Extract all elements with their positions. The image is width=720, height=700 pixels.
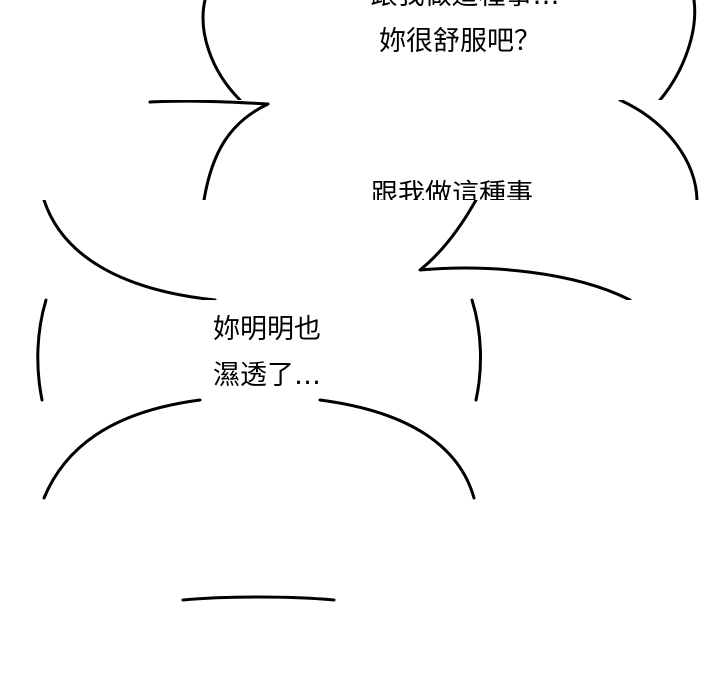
speech-bubble-empty xyxy=(42,398,476,500)
speech-bubble-tail-band xyxy=(42,200,632,300)
bubble-outline-top xyxy=(201,0,697,100)
bubble-outline-bottom xyxy=(181,595,336,602)
bubble-outline-middle xyxy=(148,100,699,200)
speech-bubble-top: 跟我做這種事… 妳很舒服吧？ xyxy=(201,0,697,100)
bubble-outline-empty xyxy=(42,398,476,500)
bubble-outline-left xyxy=(36,298,482,402)
bubble-outline-left-lower xyxy=(42,200,217,300)
speech-bubble-left: 妳明明也 濕透了… xyxy=(36,298,482,402)
bubble-tail xyxy=(418,200,632,300)
bubble-fragment-bottom xyxy=(181,595,336,602)
bubble-top-line-1: 跟我做這種事… xyxy=(371,0,560,11)
speech-bubble-middle: 跟我做這種事 xyxy=(148,100,699,210)
bubble-left-line-2: 濕透了… xyxy=(213,360,321,391)
bubble-middle-line-1: 跟我做這種事 xyxy=(371,179,533,210)
bubble-left-line-1: 妳明明也 xyxy=(213,314,321,345)
bubble-top-line-2: 妳很舒服吧？ xyxy=(379,26,541,57)
